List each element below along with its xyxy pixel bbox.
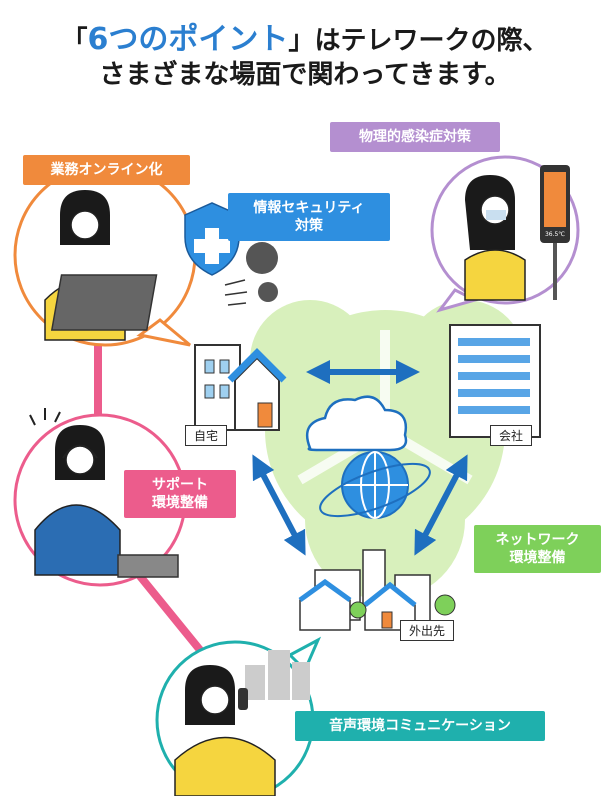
place-tag-home: 自宅 xyxy=(185,425,228,446)
thermometer-reading: 36.5℃ xyxy=(545,231,565,238)
support-illustration xyxy=(13,408,187,587)
label-network: ネットワーク 環境整備 xyxy=(474,525,601,573)
label-support: サポート 環境整備 xyxy=(124,470,236,518)
physical-infection-illustration xyxy=(430,155,580,313)
office-building-icon xyxy=(449,324,541,438)
label-voice: 音声環境コミュニケーション xyxy=(295,711,545,741)
place-tag-outside: 外出先 xyxy=(400,620,455,641)
online-work-illustration xyxy=(13,163,197,347)
title-highlight: 6つのポイント xyxy=(87,22,289,57)
globe-icon xyxy=(319,451,431,519)
outside-town-icon xyxy=(298,549,456,631)
label-physical-infection: 物理的感染症対策 xyxy=(330,122,500,152)
network-arrows xyxy=(252,360,468,556)
title-line-1: 「6つのポイント」はテレワークの際、 xyxy=(61,22,549,57)
virus-icon xyxy=(224,242,278,306)
voice-illustration xyxy=(155,636,322,796)
label-security: 情報セキュリティ 対策 xyxy=(228,193,390,241)
cloud-icon xyxy=(305,395,408,452)
support-connectors xyxy=(94,341,204,654)
title-line-2: さまざまな場面で関わってきます。 xyxy=(99,60,511,90)
label-online-work: 業務オンライン化 xyxy=(23,155,190,185)
place-tag-office: 会社 xyxy=(490,425,533,446)
